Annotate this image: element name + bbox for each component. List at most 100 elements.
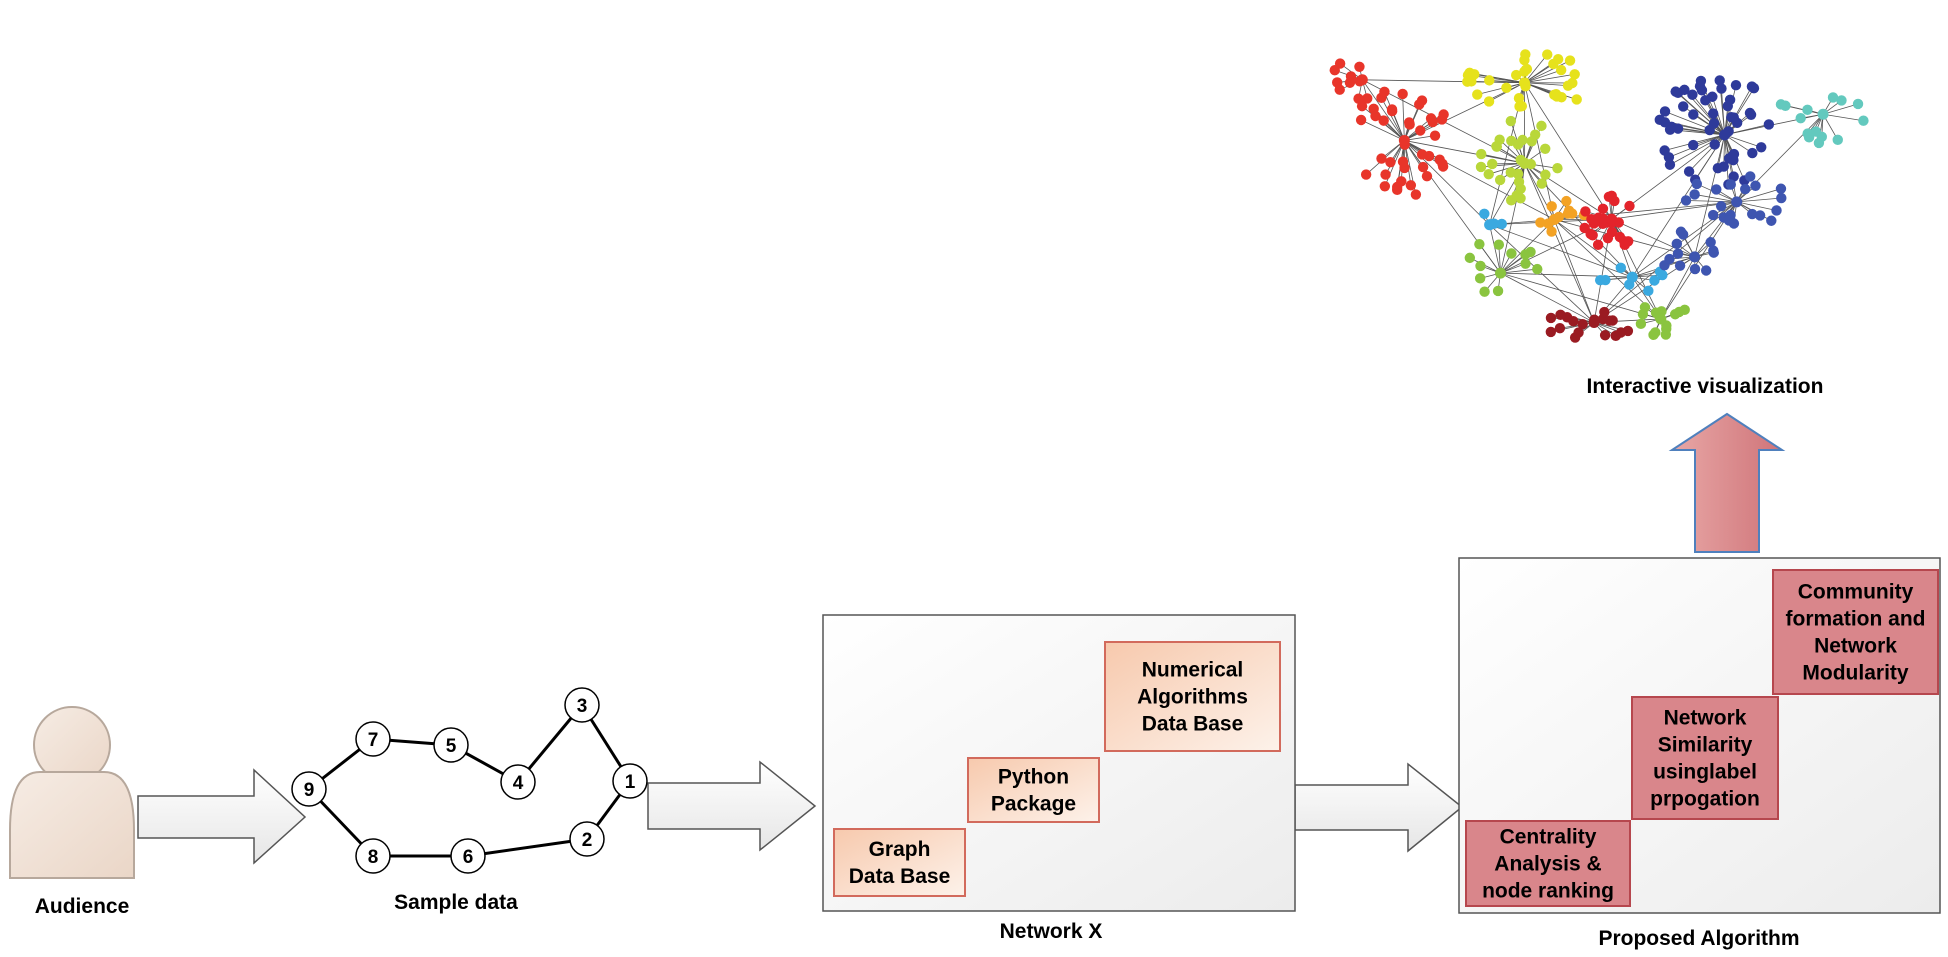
- viz-node: [1671, 238, 1683, 250]
- sample-node-2: 2: [569, 821, 605, 857]
- viz-edge: [1360, 119, 1405, 141]
- viz-node: [1691, 178, 1703, 190]
- viz-node: [1707, 108, 1719, 119]
- networkx-box-line: Data Base: [1142, 713, 1244, 736]
- viz-edge: [1823, 113, 1864, 122]
- viz-node: [1659, 106, 1671, 117]
- viz-node: [1479, 286, 1490, 297]
- viz-edge: [1477, 82, 1525, 95]
- viz-link: [1553, 219, 1595, 323]
- viz-node: [1664, 253, 1675, 265]
- viz-node: [1858, 115, 1869, 126]
- viz-node: [1354, 61, 1365, 72]
- viz-node: [1675, 226, 1687, 237]
- viz-edge: [1524, 82, 1577, 100]
- viz-hub-node: [1495, 267, 1507, 279]
- viz-link: [1724, 134, 1738, 202]
- algorithm-box-line: prpogation: [1650, 788, 1760, 811]
- viz-node: [1750, 180, 1761, 191]
- viz-edge: [1686, 200, 1737, 203]
- viz-node: [1832, 134, 1843, 146]
- viz-node: [1659, 117, 1671, 128]
- viz-node: [1542, 49, 1553, 60]
- algorithm-box-line: usinglabel: [1653, 761, 1757, 784]
- viz-node: [1475, 260, 1486, 272]
- viz-node: [1492, 285, 1504, 297]
- viz-node: [1437, 158, 1448, 169]
- viz-node: [1715, 200, 1727, 212]
- viz-node: [1546, 226, 1557, 237]
- networkx-box-line: Data Base: [849, 865, 951, 888]
- viz-node: [1745, 171, 1756, 182]
- viz-link: [1500, 219, 1555, 274]
- viz-link: [1631, 134, 1725, 278]
- viz-node: [1836, 95, 1847, 106]
- viz-node: [1725, 179, 1736, 190]
- viz-edge: [1524, 54, 1548, 83]
- viz-link: [1361, 79, 1405, 141]
- sample-node-label: 6: [463, 847, 474, 868]
- sample-node-label: 3: [577, 696, 588, 717]
- viz-link: [1524, 82, 1555, 220]
- viz-node: [1602, 232, 1614, 244]
- viz-node: [1775, 183, 1787, 194]
- viz-node: [1689, 263, 1701, 275]
- viz-node: [1803, 132, 1815, 143]
- sample-node-5: 5: [433, 727, 469, 763]
- viz-node: [1637, 308, 1649, 320]
- viz-node: [1501, 82, 1512, 94]
- viz-node: [1472, 89, 1483, 100]
- arrow-networkx-to-algorithm: [1294, 762, 1464, 853]
- viz-node: [1514, 101, 1525, 112]
- viz-link: [1500, 272, 1595, 323]
- viz-node: [1378, 115, 1389, 126]
- sample-node-label: 9: [304, 780, 315, 801]
- viz-node: [1672, 123, 1684, 134]
- viz-node: [1669, 309, 1681, 320]
- sample-node-label: 1: [625, 772, 636, 793]
- viz-node: [1756, 142, 1767, 153]
- sample-edge-2-6: [467, 837, 588, 858]
- viz-node: [1588, 218, 1600, 229]
- viz-link: [1694, 134, 1726, 257]
- viz-node: [1429, 130, 1441, 141]
- viz-link: [1489, 224, 1595, 323]
- networkx-box-line: Numerical: [1142, 659, 1244, 682]
- sample-node-label: 7: [368, 730, 379, 751]
- viz-hub-node: [1731, 196, 1743, 208]
- viz-link: [1404, 140, 1525, 164]
- viz-link: [1362, 79, 1525, 84]
- viz-hub-node: [1606, 213, 1618, 225]
- viz-node: [1607, 315, 1618, 326]
- viz-node: [1569, 69, 1580, 80]
- algorithm-box-line: Similarity: [1658, 734, 1753, 757]
- viz-node: [1573, 327, 1584, 338]
- viz-node: [1564, 55, 1576, 66]
- viz-node: [1708, 247, 1719, 258]
- viz-node: [1483, 168, 1494, 180]
- viz-edge: [1736, 188, 1782, 203]
- viz-node: [1674, 260, 1686, 271]
- viz-node: [1416, 149, 1428, 160]
- viz-node: [1687, 89, 1698, 100]
- sample-data-caption: Sample data: [394, 891, 518, 914]
- viz-node: [1771, 205, 1782, 216]
- viz-node: [1577, 319, 1588, 330]
- viz-node: [1535, 217, 1546, 228]
- viz-node: [1520, 258, 1531, 269]
- viz-node: [1661, 323, 1672, 335]
- viz-node: [1532, 263, 1543, 275]
- sample-node-label: 5: [446, 736, 457, 757]
- audience-person-icon: [9, 706, 135, 879]
- viz-node: [1649, 275, 1660, 286]
- viz-node: [1730, 79, 1742, 91]
- viz-hub-node: [1519, 77, 1531, 89]
- viz-node: [1744, 107, 1756, 119]
- viz-node: [1615, 327, 1627, 338]
- networkx-box-line: Python: [998, 766, 1069, 789]
- viz-link: [1489, 224, 1501, 274]
- viz-edge: [1724, 134, 1762, 148]
